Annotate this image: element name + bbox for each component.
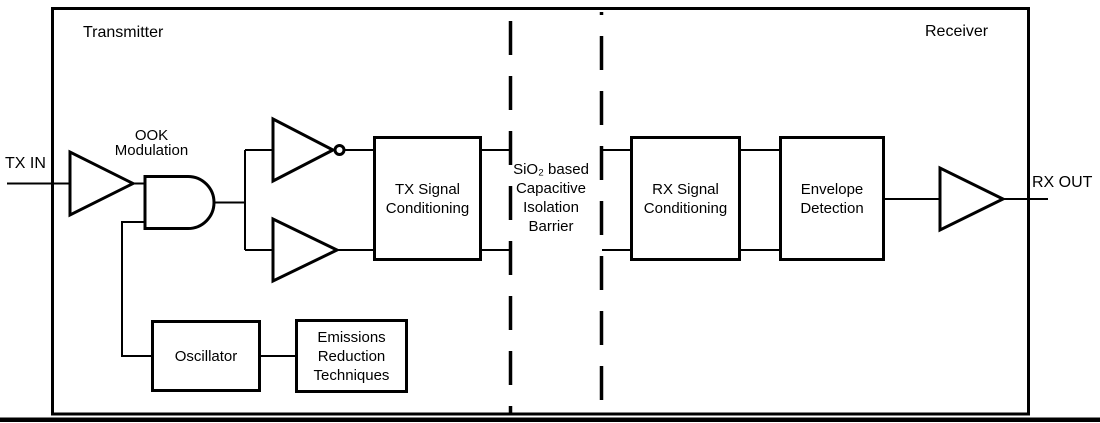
- transmitter-label: Transmitter: [83, 24, 164, 41]
- rx-out-label: RX OUT: [1032, 174, 1093, 191]
- boundary-box: [51, 7, 1030, 416]
- inverter-icon: [271, 116, 337, 184]
- inverter-bubble-icon: [333, 144, 346, 156]
- isolation-barrier-label: SiO₂ based Capacitive Isolation Barrier: [513, 161, 589, 235]
- wire-oscillator-to-and: [121, 221, 151, 357]
- rx-output-buffer-icon: [938, 165, 1007, 233]
- ook-modulation-label: OOK Modulation: [114, 127, 189, 159]
- emissions-reduction-label: Emissions Reduction Techniques: [313, 328, 390, 384]
- emissions-reduction-block: Emissions Reduction Techniques: [295, 319, 408, 393]
- oscillator-label: Oscillator: [174, 347, 238, 365]
- oscillator-block: Oscillator: [151, 320, 261, 392]
- tx-input-buffer-icon: [68, 149, 137, 218]
- tx-signal-conditioning-block: TX Signal Conditioning: [373, 136, 482, 261]
- rx-signal-conditioning-block: RX Signal Conditioning: [630, 136, 741, 261]
- tx-in-label: TX IN: [5, 155, 46, 172]
- bottom-rule: [0, 417, 1100, 422]
- and-gate-icon: [143, 175, 216, 230]
- rx-signal-conditioning-label: RX Signal Conditioning: [643, 180, 728, 217]
- tx-signal-conditioning-label: TX Signal Conditioning: [385, 180, 470, 217]
- wires: [7, 149, 1048, 357]
- envelope-detection-block: Envelope Detection: [779, 136, 885, 261]
- tx-bottom-buffer-icon: [271, 216, 341, 284]
- envelope-detection-label: Envelope Detection: [800, 180, 864, 217]
- receiver-label: Receiver: [925, 23, 989, 40]
